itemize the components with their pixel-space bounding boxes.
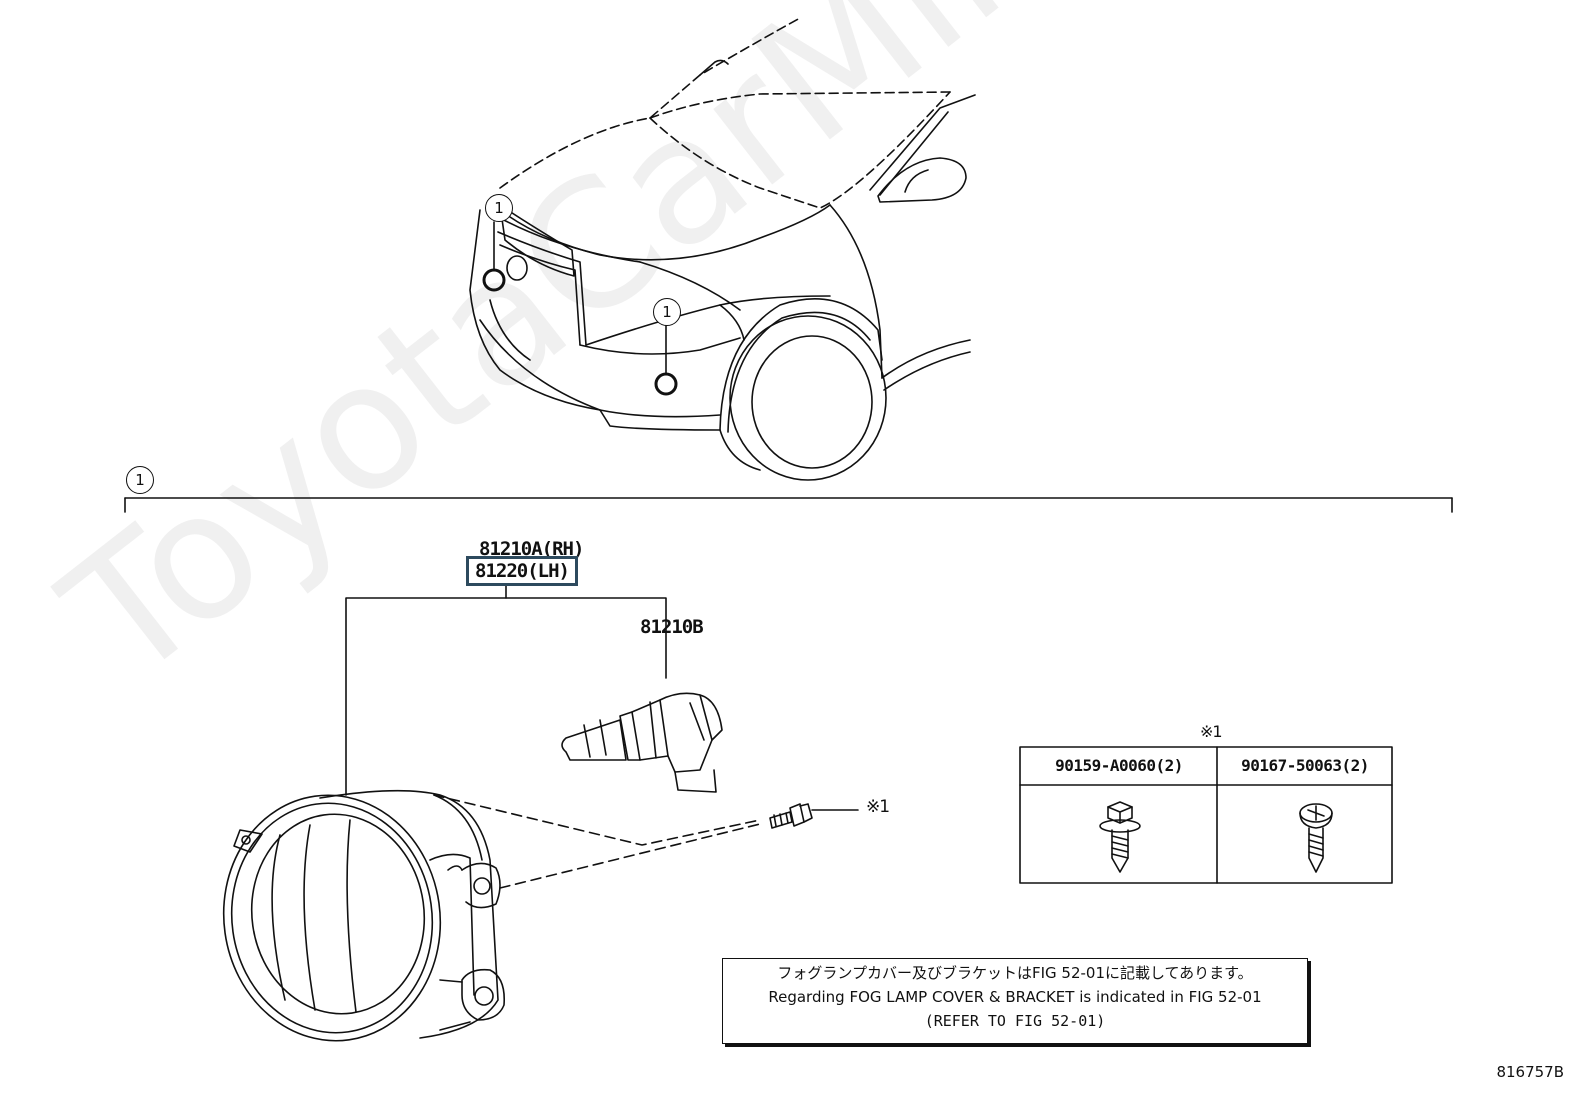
callout-1-bracket: 1 [126, 466, 154, 494]
bulb-illustration [561, 692, 723, 793]
pan-screw-icon [1299, 803, 1333, 873]
figure-number: 816757B [1496, 1063, 1564, 1081]
fastener-table-lines [1019, 746, 1393, 884]
part-label-fog-lamp-lh[interactable]: 81220(LH) [466, 556, 578, 586]
screw-reference-mark: ※1 [866, 797, 890, 817]
vehicle-front-illustration [469, 17, 976, 481]
callout-1-center: 1 [653, 298, 681, 326]
callout-1-left: 1 [485, 194, 513, 222]
note-japanese: フォグランプカバー及びブラケットはFIG 52-01に記載してあります。 [777, 964, 1253, 982]
note-english: Regarding FOG LAMP COVER & BRACKET is in… [768, 988, 1262, 1006]
fastener-col-2-header: 90167-50063(2) [1241, 756, 1369, 775]
fastener-col-1-header: 90159-A0060(2) [1055, 756, 1183, 775]
flange-bolt-icon [1099, 801, 1141, 873]
note-reference: (REFER TO FIG 52-01) [924, 1012, 1106, 1030]
part-label-bulb: 81210B [640, 616, 704, 638]
screw-illustration [769, 803, 859, 829]
fastener-table-mark: ※1 [1200, 722, 1223, 741]
part-label-fog-lamp-rh: 81210A(RH) [479, 538, 584, 560]
reference-note-box: フォグランプカバー及びブラケットはFIG 52-01に記載してあります。 Reg… [722, 958, 1308, 1044]
fog-lamp-illustration [222, 789, 506, 1042]
